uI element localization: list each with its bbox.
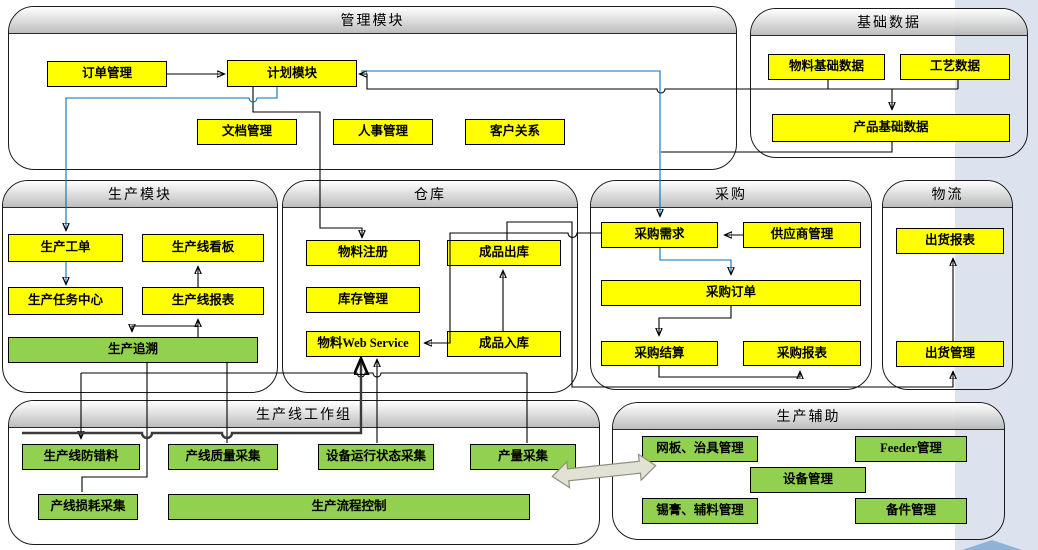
order-management: 订单管理: [47, 61, 167, 87]
process-data: 工艺数据: [900, 54, 1010, 80]
production-task-center: 生产任务中心: [8, 287, 123, 315]
line-quality-collection: 产线质量采集: [168, 444, 278, 470]
material-web-service: 物料Web Service: [306, 331, 420, 357]
spare-parts-management: 备件管理: [855, 498, 967, 524]
container-title: 仓库: [414, 188, 446, 203]
purchase-settlement: 采购结算: [601, 341, 718, 366]
production-work-order: 生产工单: [8, 234, 123, 262]
output-collection: 产量采集: [470, 444, 576, 470]
container-title: 生产模块: [108, 188, 172, 203]
container-header: 管理模块: [9, 7, 736, 34]
production-line-kanban: 生产线看板: [142, 234, 264, 262]
hr-management: 人事管理: [333, 119, 433, 145]
background-band: [955, 0, 1038, 550]
document-management: 文档管理: [197, 119, 297, 145]
container-management-module: 管理模块: [8, 6, 737, 170]
background-accent-shape: [962, 540, 1022, 550]
material-master-data: 物料基础数据: [768, 54, 885, 80]
shipment-report: 出货报表: [896, 228, 1004, 254]
stencil-fixture-management: 网板、治具管理: [642, 436, 758, 462]
supplier-management: 供应商管理: [743, 222, 861, 248]
container-header: 基础数据: [751, 9, 1027, 36]
product-master-data: 产品基础数据: [772, 114, 1010, 142]
solder-paste-material-management: 锡膏、辅料管理: [642, 498, 758, 524]
container-header: 生产线工作组: [9, 401, 599, 428]
container-title: 管理模块: [340, 14, 405, 29]
finished-goods-outbound: 成品出库: [447, 240, 561, 266]
container-production-assist: 生产辅助: [612, 402, 1005, 540]
production-line-report: 生产线报表: [142, 287, 264, 315]
container-title: 采购: [715, 188, 747, 203]
finished-goods-inbound: 成品入库: [447, 331, 561, 357]
feeder-management: Feeder管理: [855, 436, 967, 462]
container-title: 生产线工作组: [256, 408, 352, 423]
inventory-management: 库存管理: [306, 287, 420, 313]
container-header: 生产辅助: [613, 403, 1004, 430]
container-header: 物流: [883, 181, 1012, 208]
purchase-order: 采购订单: [601, 280, 861, 306]
container-title: 物流: [931, 188, 964, 203]
container-title: 生产辅助: [776, 410, 841, 425]
equipment-status-collection: 设备运行状态采集: [318, 444, 434, 470]
production-process-control: 生产流程控制: [168, 494, 530, 520]
line-loss-collection: 产线损耗采集: [38, 494, 138, 520]
purchase-report: 采购报表: [743, 341, 861, 366]
purchase-demand: 采购需求: [601, 222, 718, 248]
container-header: 仓库: [283, 181, 577, 208]
container-production-line-workgroup: 生产线工作组: [8, 400, 600, 545]
production-traceability: 生产追溯: [8, 337, 258, 363]
container-title: 基础数据: [857, 16, 921, 31]
shipment-management: 出货管理: [896, 341, 1004, 367]
line-material-error-proofing: 生产线防错料: [22, 444, 140, 470]
material-registration: 物料注册: [306, 240, 420, 266]
container-header: 生产模块: [3, 181, 277, 208]
customer-relations: 客户关系: [465, 119, 565, 145]
equipment-management: 设备管理: [750, 467, 866, 493]
planning-module: 计划模块: [227, 60, 357, 87]
container-header: 采购: [591, 181, 871, 208]
